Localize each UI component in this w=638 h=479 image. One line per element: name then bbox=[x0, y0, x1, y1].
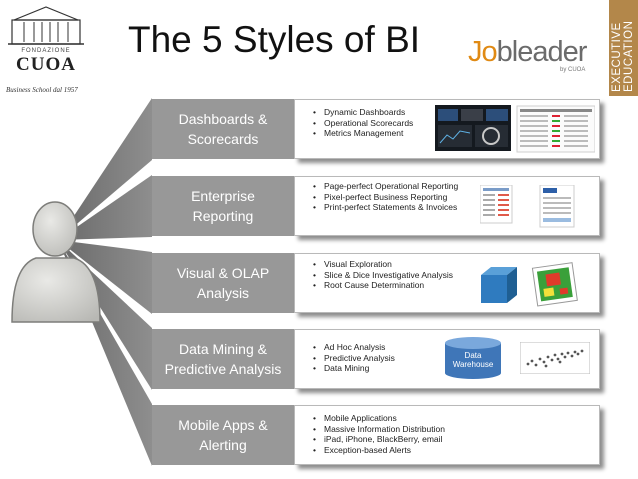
cylinder-label-line2: Warehouse bbox=[452, 360, 494, 369]
bullet-list: Page-perfect Operational Reporting Pixel… bbox=[313, 181, 471, 213]
exec-line1: EXECUTIVE bbox=[611, 22, 623, 92]
bullet-item: Massive Information Distribution bbox=[313, 424, 513, 435]
bullet-item: Predictive Analysis bbox=[313, 353, 471, 364]
scatter-plot-image bbox=[520, 342, 590, 374]
row-label-mobile-alerting: Mobile Apps & Alerting bbox=[152, 405, 294, 465]
bullet-item: iPad, iPhone, BlackBerry, email bbox=[313, 434, 513, 445]
row-box-dashboards: Dynamic Dashboards Operational Scorecard… bbox=[294, 99, 600, 159]
row-label-line1: Data Mining & bbox=[179, 341, 267, 357]
olap-cube-image bbox=[481, 262, 578, 307]
row-label-visual-olap: Visual & OLAP Analysis bbox=[152, 253, 294, 313]
brand-jo: Jo bbox=[468, 36, 498, 68]
brand-sub: by CUOA bbox=[560, 67, 586, 73]
report-documents-image bbox=[480, 185, 575, 228]
row-label-data-mining: Data Mining & Predictive Analysis bbox=[152, 329, 294, 389]
row-label-line1: Mobile Apps & bbox=[178, 417, 268, 433]
row-label-line2: Alerting bbox=[199, 437, 247, 453]
bullet-item: Dynamic Dashboards bbox=[313, 107, 471, 118]
bullet-list: Ad Hoc Analysis Predictive Analysis Data… bbox=[313, 342, 471, 374]
row-box-enterprise-reporting: Page-perfect Operational Reporting Pixel… bbox=[294, 176, 600, 236]
bullet-item: Operational Scorecards bbox=[313, 118, 471, 129]
bullet-list: Dynamic Dashboards Operational Scorecard… bbox=[313, 107, 471, 139]
row-label-line1: Visual & OLAP bbox=[176, 265, 270, 281]
bullet-item: Ad Hoc Analysis bbox=[313, 342, 471, 353]
logo-foundation: FONDAZIONE bbox=[21, 48, 71, 54]
bullet-item: Page-perfect Operational Reporting bbox=[313, 181, 471, 192]
bullet-item: Print-perfect Statements & Invoices bbox=[313, 202, 471, 213]
dashboard-screenshots-image bbox=[435, 105, 595, 153]
user-silhouette-icon bbox=[11, 201, 101, 323]
row-box-data-mining: Ad Hoc Analysis Predictive Analysis Data… bbox=[294, 329, 600, 389]
villa-facade-icon bbox=[8, 6, 84, 45]
row-label-line1: Dashboards & bbox=[178, 111, 268, 127]
row-label-line2: Reporting bbox=[192, 208, 254, 224]
data-warehouse-cylinder-icon bbox=[445, 337, 501, 379]
bullet-item: Root Cause Determination bbox=[313, 280, 471, 291]
brand-rest: bleader bbox=[496, 36, 588, 68]
jobleader-logo: Jobleader bbox=[468, 36, 588, 69]
wedge-2 bbox=[58, 175, 152, 240]
wedge-3 bbox=[58, 240, 152, 314]
bullet-list: Visual Exploration Slice & Dice Investig… bbox=[313, 259, 471, 291]
row-label-line2: Scorecards bbox=[187, 131, 259, 147]
bullet-item: Pixel-perfect Business Reporting bbox=[313, 192, 471, 203]
logo-name: CUOA bbox=[16, 54, 76, 75]
cylinder-label-line1: Data bbox=[464, 351, 482, 360]
exec-line2: EDUCATION bbox=[622, 20, 635, 92]
row-label-line2: Analysis bbox=[196, 285, 250, 301]
row-box-mobile-alerting: Mobile Applications Massive Information … bbox=[294, 405, 600, 465]
bullet-item: Mobile Applications bbox=[313, 413, 513, 424]
row-label-dashboards: Dashboards & Scorecards bbox=[152, 99, 294, 159]
row-box-visual-olap: Visual Exploration Slice & Dice Investig… bbox=[294, 253, 600, 313]
bullet-item: Data Mining bbox=[313, 363, 471, 374]
bullet-item: Slice & Dice Investigative Analysis bbox=[313, 270, 471, 281]
row-label-line1: Enterprise bbox=[191, 188, 255, 204]
bullet-item: Metrics Management bbox=[313, 128, 471, 139]
bullet-item: Visual Exploration bbox=[313, 259, 471, 270]
wedge-1 bbox=[58, 98, 152, 240]
cuoa-logo: FONDAZIONE CUOA Business School dal 1957 bbox=[6, 4, 98, 94]
page-title: The 5 Styles of BI bbox=[128, 19, 421, 60]
bullet-list: Mobile Applications Massive Information … bbox=[313, 413, 513, 455]
logo-tagline: Business School dal 1957 bbox=[6, 86, 78, 94]
row-label-line2: Predictive Analysis bbox=[164, 361, 282, 377]
bullet-item: Exception-based Alerts bbox=[313, 445, 513, 456]
